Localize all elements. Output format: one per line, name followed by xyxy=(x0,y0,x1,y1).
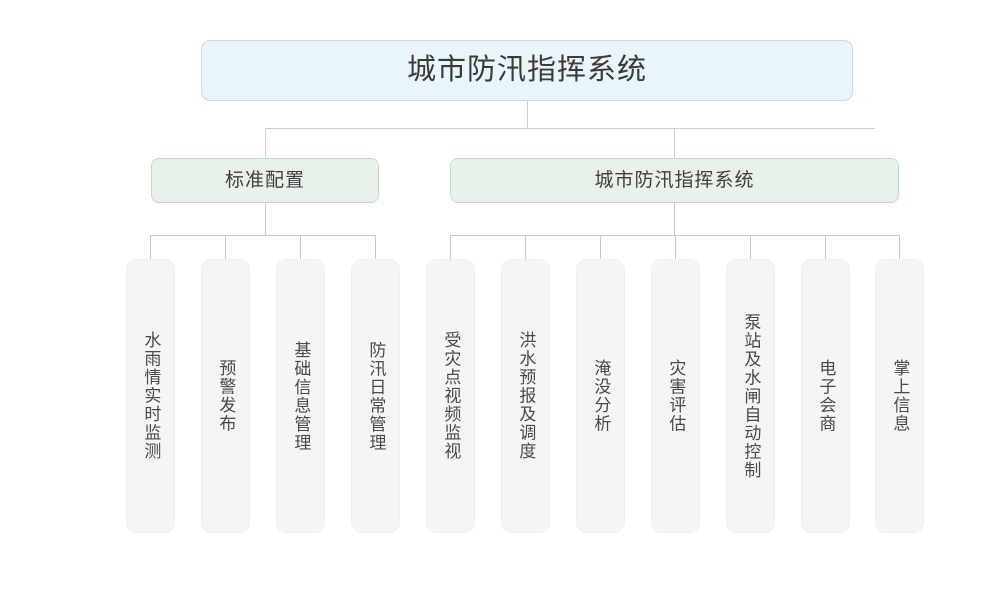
connector-level2-bus xyxy=(265,128,875,129)
leaf-node-0-label: 水雨情实时监测 xyxy=(141,331,161,461)
leaf-node-4-label: 受灾点视频监视 xyxy=(441,331,461,461)
leaf-node-6[interactable]: 淹没分析 xyxy=(576,259,625,533)
leaf-node-0[interactable]: 水雨情实时监测 xyxy=(126,259,175,533)
connector-root-stem xyxy=(527,101,528,128)
connector-leaf-8-drop xyxy=(750,235,751,259)
leaf-node-6-label: 淹没分析 xyxy=(591,359,611,433)
leaf-node-5[interactable]: 洪水预报及调度 xyxy=(501,259,550,533)
connector-leaf-9-drop xyxy=(825,235,826,259)
branch-node-1[interactable]: 城市防汛指挥系统 xyxy=(450,158,899,203)
connector-branch-0-bus xyxy=(150,235,376,236)
leaf-node-4[interactable]: 受灾点视频监视 xyxy=(426,259,475,533)
connector-leaf-1-drop xyxy=(225,235,226,259)
leaf-node-3[interactable]: 防汛日常管理 xyxy=(351,259,400,533)
root-node-label: 城市防汛指挥系统 xyxy=(406,54,647,86)
leaf-node-5-label: 洪水预报及调度 xyxy=(516,331,536,461)
connector-leaf-5-drop xyxy=(525,235,526,259)
root-node[interactable]: 城市防汛指挥系统 xyxy=(201,40,853,101)
connector-leaf-4-drop xyxy=(450,235,451,259)
connector-leaf-10-drop xyxy=(899,235,900,259)
leaf-node-10[interactable]: 掌上信息 xyxy=(875,259,924,533)
leaf-node-3-label: 防汛日常管理 xyxy=(366,340,386,452)
connector-branch-1-stem xyxy=(674,203,675,235)
connector-leaf-0-drop xyxy=(150,235,151,259)
branch-node-1-label: 城市防汛指挥系统 xyxy=(594,170,755,191)
leaf-node-8[interactable]: 泵站及水闸自动控制 xyxy=(726,259,775,533)
branch-node-0-label: 标准配置 xyxy=(224,170,305,191)
leaf-node-1[interactable]: 预警发布 xyxy=(201,259,250,533)
leaf-node-10-label: 掌上信息 xyxy=(890,359,910,433)
branch-node-0[interactable]: 标准配置 xyxy=(151,158,379,203)
connector-leaf-3-drop xyxy=(375,235,376,259)
connector-leaf-7-drop xyxy=(675,235,676,259)
leaf-node-1-label: 预警发布 xyxy=(216,359,236,433)
leaf-node-9-label: 电子会商 xyxy=(816,359,836,433)
connector-branch-0-drop xyxy=(265,128,266,158)
leaf-node-2-label: 基础信息管理 xyxy=(291,340,311,452)
connector-leaf-6-drop xyxy=(600,235,601,259)
connector-branch-1-drop xyxy=(674,128,675,158)
leaf-node-8-label: 泵站及水闸自动控制 xyxy=(741,312,761,480)
connector-leaf-2-drop xyxy=(300,235,301,259)
leaf-node-7[interactable]: 灾害评估 xyxy=(651,259,700,533)
leaf-node-2[interactable]: 基础信息管理 xyxy=(276,259,325,533)
leaf-node-7-label: 灾害评估 xyxy=(666,359,686,433)
connector-branch-0-stem xyxy=(265,203,266,235)
leaf-node-9[interactable]: 电子会商 xyxy=(801,259,850,533)
